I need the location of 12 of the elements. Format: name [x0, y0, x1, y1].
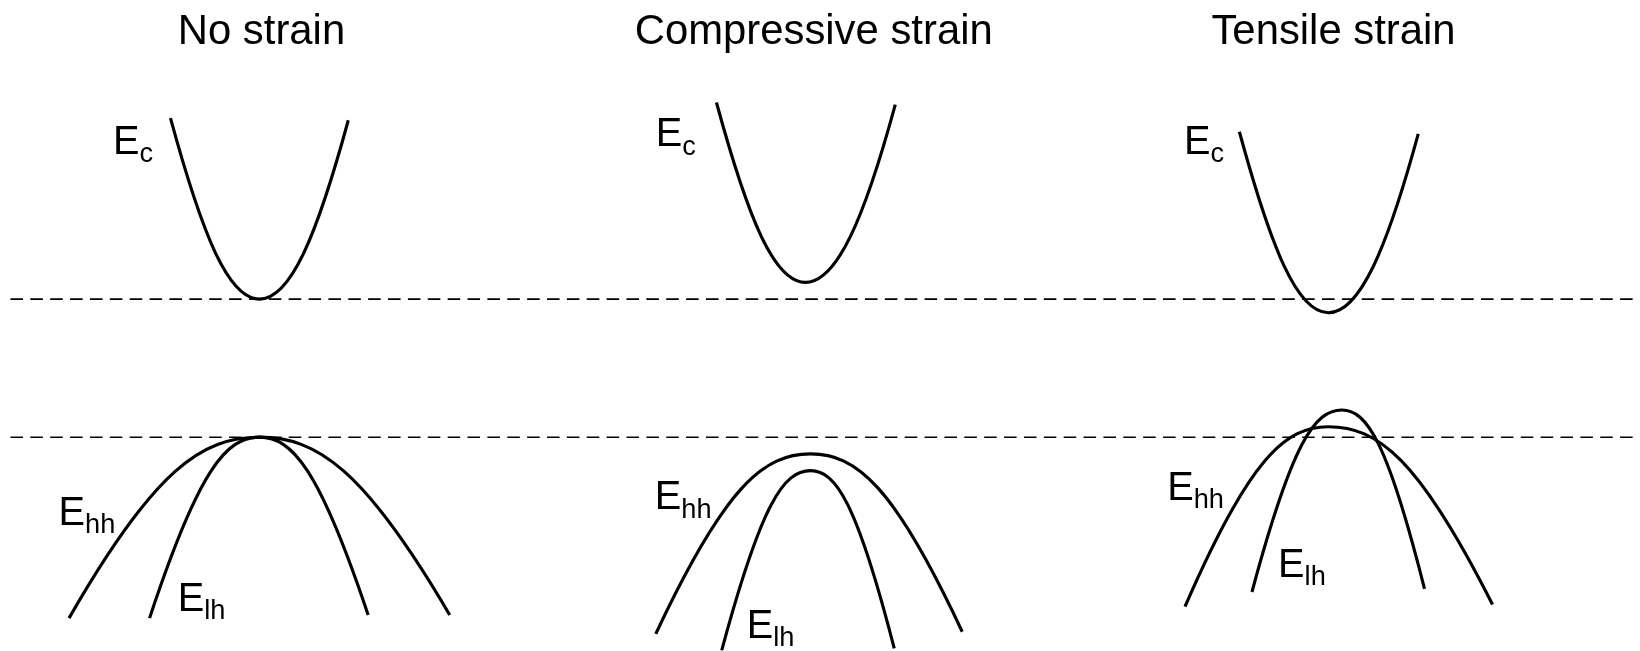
- band-label: E$_{hh}$: [654, 475, 712, 522]
- panel-heading: No strain: [177, 8, 346, 51]
- band-label: E$_{c}$: [1183, 120, 1225, 167]
- panel-heading: Tensile strain: [1211, 8, 1456, 51]
- band-label: E$_{c}$: [112, 120, 154, 167]
- band-label: E$_{hh}$: [58, 491, 116, 538]
- band-label: E$_{lh}$: [746, 604, 795, 651]
- band-label: E$_{hh}$: [1167, 466, 1224, 513]
- band-label: E$_{lh}$: [1278, 543, 1326, 590]
- band-label: E$_{c}$: [655, 112, 696, 159]
- panel-heading: Compressive strain: [634, 8, 993, 51]
- band-label: E$_{lh}$: [177, 577, 226, 624]
